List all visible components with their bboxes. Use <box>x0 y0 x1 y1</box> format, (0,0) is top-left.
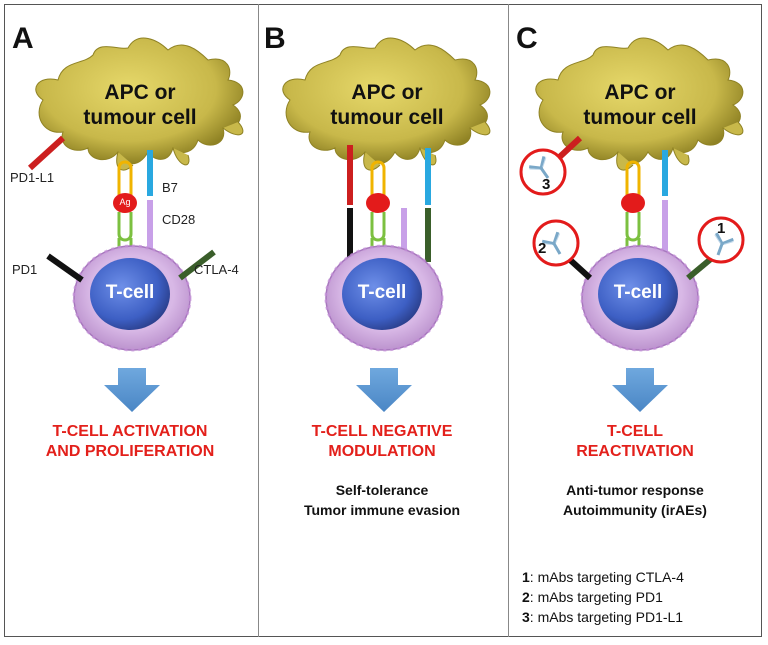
apc-title-c-line1: APC or <box>604 81 676 104</box>
apc-title-c: APC or tumour cell <box>555 80 725 130</box>
outcome-c-line1: T-CELL <box>607 423 663 440</box>
ctla4-receptor-c <box>686 255 714 281</box>
outcome-a-line2: AND PROLIFERATION <box>45 443 215 460</box>
legend-text-2: : mAbs targeting PD1 <box>529 589 663 605</box>
panel-divider-2 <box>508 4 509 637</box>
label-pd1: PD1 <box>12 262 38 277</box>
outcome-b-line2: MODULATION <box>328 443 436 460</box>
outcome-c-line2: REACTIVATION <box>576 443 694 460</box>
antibody-legend: 1: mAbs targeting CTLA-4 2: mAbs targeti… <box>522 567 684 627</box>
panel-letter-c: C <box>516 22 538 55</box>
consequence-b: Self-tolerance Tumor immune evasion <box>262 480 502 520</box>
outcome-b: T-CELL NEGATIVE MODULATION <box>262 422 502 462</box>
label-pdl1: PD1-L1 <box>10 170 55 185</box>
tcell-label-c: T-cell <box>613 282 663 303</box>
consequence-b-line2: Tumor immune evasion <box>303 502 461 518</box>
pd1-receptor-a <box>46 253 84 283</box>
apc-title-a-line1: APC or <box>104 81 176 104</box>
legend-item-2: 2: mAbs targeting PD1 <box>522 587 684 607</box>
arrow-c <box>612 368 668 412</box>
antibody-number-2: 2 <box>538 240 547 257</box>
tcr-a <box>117 210 133 242</box>
apc-title-c-line2: tumour cell <box>583 106 697 129</box>
panel-letter-a: A <box>12 22 34 55</box>
label-cd28: CD28 <box>162 212 196 227</box>
outcome-b-line1: T-CELL NEGATIVE <box>311 423 453 440</box>
legend-num-2: 2 <box>522 589 530 605</box>
apc-title-b-line1: APC or <box>351 81 423 104</box>
figure-frame <box>4 4 762 637</box>
antibody-circle-2 <box>532 219 580 267</box>
label-ctla4: CTLA-4 <box>194 262 239 277</box>
outcome-a-line1: T-CELL ACTIVATION <box>52 423 208 440</box>
arrow-b <box>356 368 412 412</box>
tcr-b <box>370 210 386 242</box>
antibody-number-1: 1 <box>717 220 726 237</box>
legend-num-1: 1 <box>522 569 530 585</box>
legend-text-1: : mAbs targeting CTLA-4 <box>529 569 684 585</box>
tcr-c <box>625 210 641 242</box>
consequence-c-line1: Anti-tumor response <box>566 482 704 498</box>
apc-title-a-line2: tumour cell <box>83 106 197 129</box>
panel-divider-1 <box>258 4 259 637</box>
antigen-a <box>113 193 137 213</box>
consequence-c-line2: Autoimmunity (irAEs) <box>563 502 707 518</box>
label-b7: B7 <box>162 180 178 195</box>
legend-text-3: : mAbs targeting PD1-L1 <box>529 609 684 625</box>
label-ag: Ag <box>119 197 131 207</box>
panel-letter-b: B <box>264 22 286 55</box>
apc-title-b-line2: tumour cell <box>330 106 444 129</box>
legend-item-3: 3: mAbs targeting PD1-L1 <box>522 607 684 627</box>
legend-num-3: 3 <box>522 609 530 625</box>
apc-title-b: APC or tumour cell <box>302 80 472 130</box>
pdl1-receptor-a <box>27 135 66 171</box>
consequence-c: Anti-tumor response Autoimmunity (irAEs) <box>515 480 755 520</box>
pd1-receptor-c <box>565 255 593 281</box>
outcome-c: T-CELL REACTIVATION <box>515 422 755 462</box>
antigen-b <box>366 193 390 213</box>
consequence-b-line1: Self-tolerance <box>335 482 429 498</box>
ctla4-receptor-a <box>178 249 216 281</box>
arrow-a <box>104 368 160 412</box>
outcome-a: T-CELL ACTIVATION AND PROLIFERATION <box>10 422 250 462</box>
antibody-number-3: 3 <box>542 176 551 193</box>
apc-title-a: APC or tumour cell <box>55 80 225 130</box>
legend-item-1: 1: mAbs targeting CTLA-4 <box>522 567 684 587</box>
tcell-label-a: T-cell <box>105 282 155 303</box>
antigen-c <box>621 193 645 213</box>
tcell-label-b: T-cell <box>357 282 407 303</box>
